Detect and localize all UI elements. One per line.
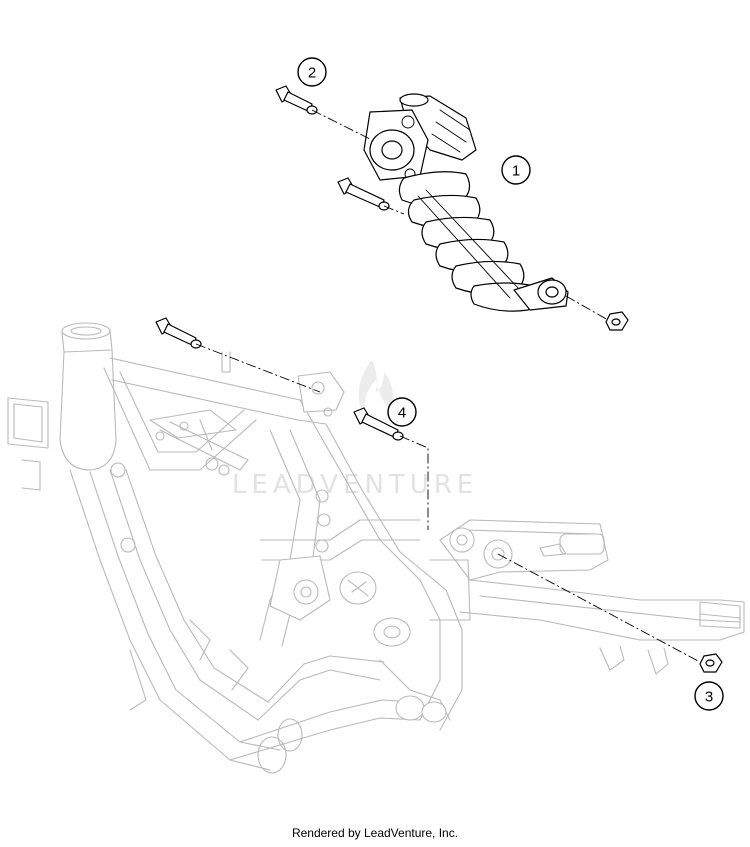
upper-shock-bolt <box>275 85 318 115</box>
shock-bolt <box>337 177 390 211</box>
watermark-text: LEADVENTURE <box>232 470 478 500</box>
frame-bolt <box>155 317 202 349</box>
shock-absorber <box>363 93 569 312</box>
callout-3-label: 3 <box>705 689 713 706</box>
callout-1: 1 <box>501 155 531 185</box>
callout-3: 3 <box>694 681 724 711</box>
assembly-lines <box>195 109 701 663</box>
callout-4-label: 4 <box>398 405 406 422</box>
shock-lower-nut <box>605 311 629 331</box>
linkage-bolt <box>353 407 404 441</box>
callout-1-label: 1 <box>512 163 520 180</box>
flame-logo-icon <box>358 360 394 420</box>
motorcycle-frame <box>7 322 745 774</box>
swingarm-nut <box>699 653 723 673</box>
footer-credit: Rendered by LeadVenture, Inc. <box>291 826 459 840</box>
callout-2-label: 2 <box>308 65 316 82</box>
watermark: LEADVENTURE <box>232 360 478 500</box>
callout-4: 4 <box>387 397 417 427</box>
callout-2: 2 <box>297 57 327 87</box>
